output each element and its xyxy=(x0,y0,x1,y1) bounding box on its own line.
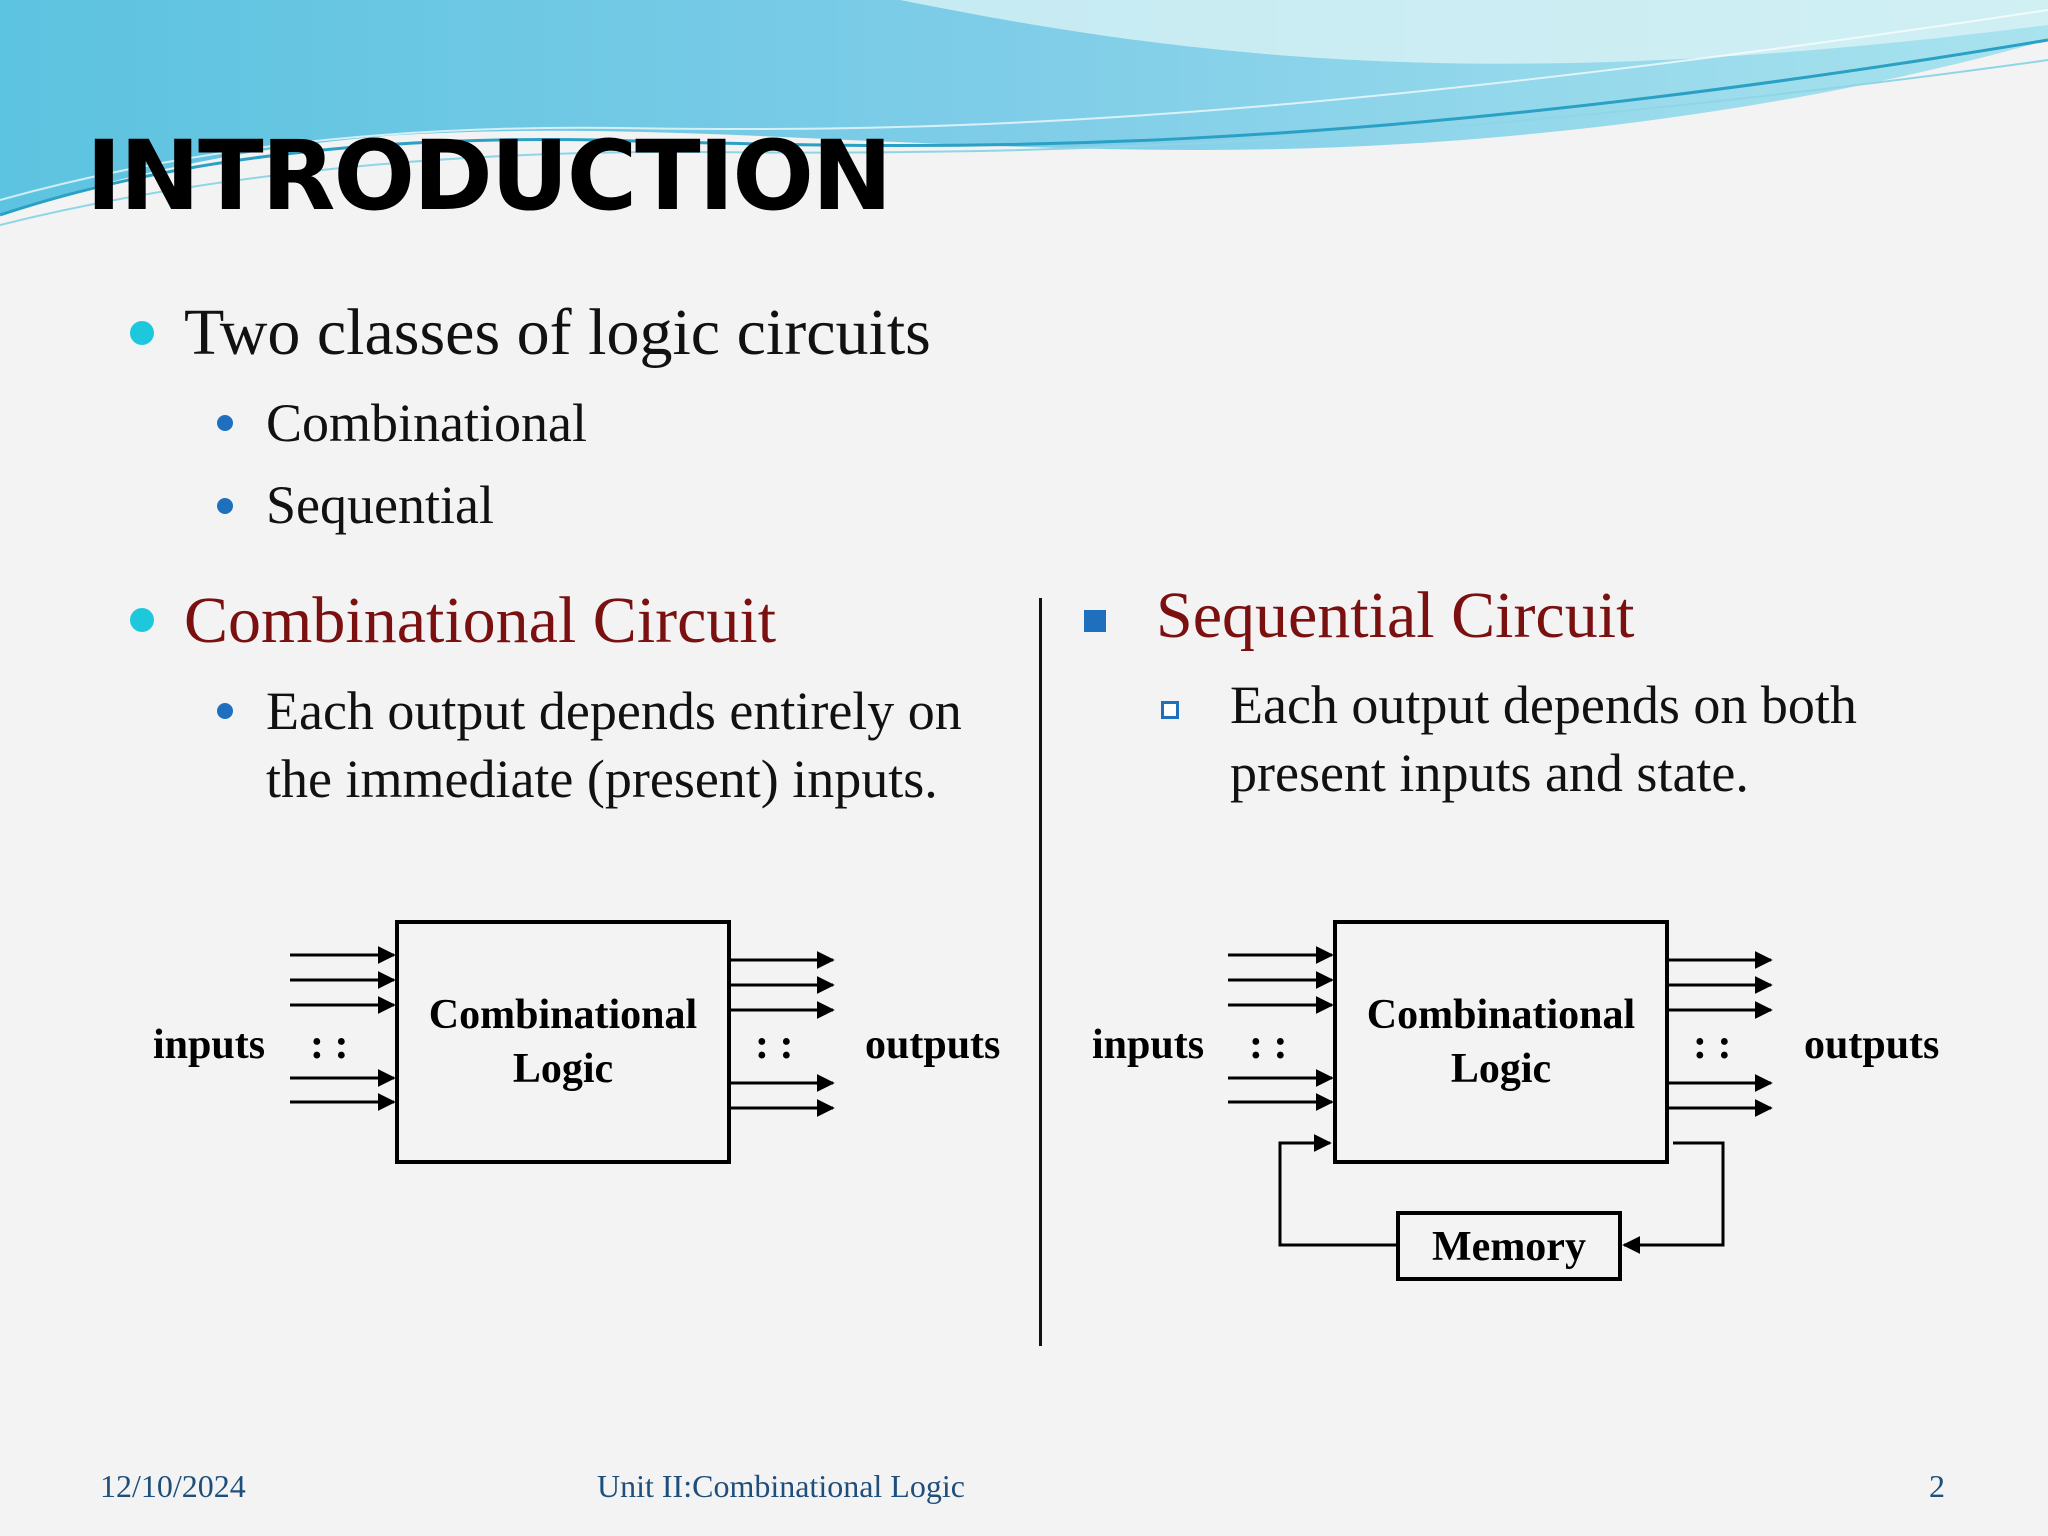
input-arrows xyxy=(1228,946,1334,1111)
column-divider xyxy=(1039,598,1042,1346)
hollow-square-bullet-icon xyxy=(1161,701,1179,719)
combinational-desc-line2: the immediate (present) inputs. xyxy=(266,749,938,809)
combinational-heading: Combinational Circuit xyxy=(184,584,777,657)
sequential-desc-line1: Each output depends on both xyxy=(1230,675,1857,735)
bullet-icon xyxy=(130,608,154,632)
output-arrows xyxy=(729,951,835,1117)
combinational-logic-block xyxy=(395,920,731,1164)
header-wave-decoration xyxy=(0,0,2048,226)
slide-title: INTRODUCTION xyxy=(86,120,892,232)
sequential-desc-line2: present inputs and state. xyxy=(1230,743,1749,803)
outputs-label: outputs xyxy=(1804,1022,1939,1068)
combinational-logic-block xyxy=(1333,920,1669,1164)
outputs-label: outputs xyxy=(865,1022,1000,1068)
footer-unit: Unit II:Combinational Logic xyxy=(597,1468,965,1504)
sequential-heading: Sequential Circuit xyxy=(1156,579,1635,652)
footer-page-number: 2 xyxy=(1929,1468,1945,1504)
feedback-loop xyxy=(1278,1134,1725,1254)
inputs-label: inputs xyxy=(1092,1022,1204,1068)
sub-bullet-icon xyxy=(217,415,233,431)
combinational-desc-line1: Each output depends entirely on xyxy=(266,681,962,741)
memory-block xyxy=(1396,1211,1622,1281)
memory-label: Memory xyxy=(1432,1224,1586,1270)
square-bullet-icon xyxy=(1084,610,1106,632)
footer-date: 12/10/2024 xyxy=(100,1468,246,1504)
sub-bullet-sequential: Sequential xyxy=(266,475,494,535)
bullet-icon xyxy=(130,321,154,345)
outputs-ellipsis: : : xyxy=(755,1022,793,1068)
block-label-line1: Combinational xyxy=(429,992,697,1038)
block-label-line1: Combinational xyxy=(1367,992,1635,1038)
output-arrows xyxy=(1667,951,1773,1117)
block-label-line2: Logic xyxy=(1451,1046,1551,1092)
bullet-two-classes: Two classes of logic circuits xyxy=(184,296,931,369)
input-arrows xyxy=(290,946,396,1111)
inputs-label: inputs xyxy=(153,1022,265,1068)
sequential-diagram: inputs : : Combinational Logic : : outpu… xyxy=(1092,920,1939,1281)
outputs-ellipsis: : : xyxy=(1693,1022,1731,1068)
block-label-line2: Logic xyxy=(513,1046,613,1092)
combinational-diagram: inputs : : Combinational Logic : : outpu… xyxy=(153,920,1000,1164)
inputs-ellipsis: : : xyxy=(1249,1022,1287,1068)
sub-bullet-icon xyxy=(217,703,233,719)
sub-bullet-combinational: Combinational xyxy=(266,393,587,453)
sub-bullet-icon xyxy=(217,498,233,514)
inputs-ellipsis: : : xyxy=(310,1022,348,1068)
